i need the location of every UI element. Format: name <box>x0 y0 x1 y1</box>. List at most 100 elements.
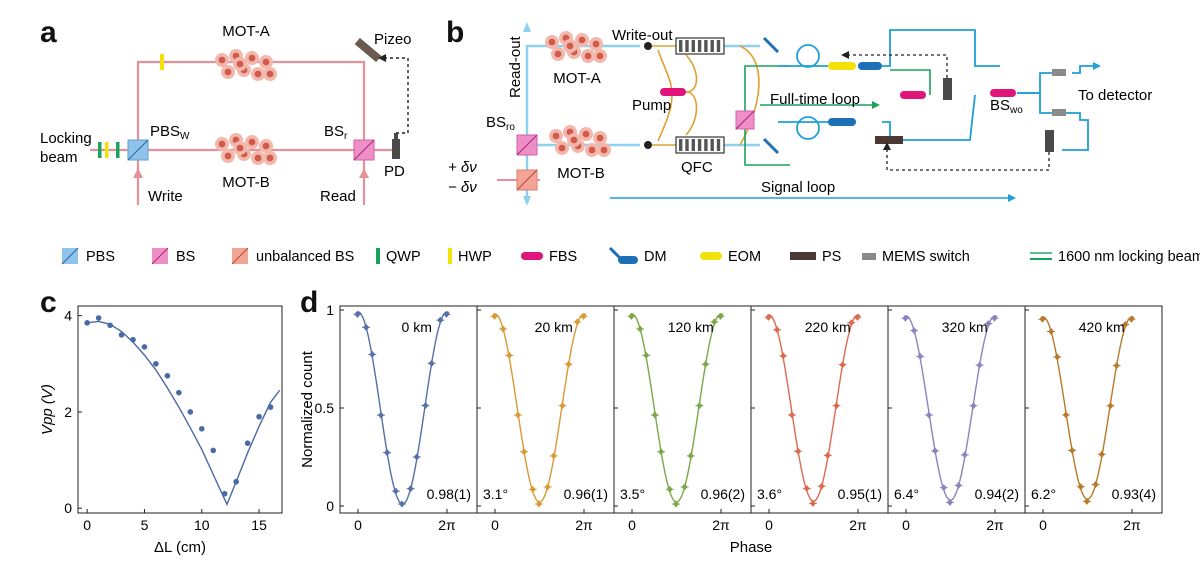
data-point <box>925 411 932 419</box>
data-point <box>521 448 528 456</box>
visibility-label: 0.95(1) <box>838 486 882 502</box>
legend-dm-icon <box>608 246 638 264</box>
phase-shift-label: 3.5° <box>620 486 645 502</box>
data-point <box>559 402 566 410</box>
qfc-stripe <box>710 139 714 151</box>
data-point <box>413 453 420 461</box>
data-point <box>970 402 977 410</box>
data-point <box>795 447 802 455</box>
panel-b: b <box>446 16 1152 206</box>
dm-icon <box>762 36 780 54</box>
qfc-stripe <box>691 40 695 52</box>
data-point <box>946 498 953 506</box>
data-point <box>428 359 435 367</box>
data-point <box>696 402 703 410</box>
atom-dot <box>596 134 604 142</box>
data-point <box>118 332 125 338</box>
atom-dot <box>578 36 586 44</box>
data-point <box>107 322 113 329</box>
data-point <box>788 411 795 419</box>
legend-item-dm: DM <box>608 246 667 265</box>
qfc-stripe <box>710 40 714 52</box>
data-point <box>1098 450 1105 458</box>
y-axis-label: Vpp (V) <box>39 384 56 435</box>
pizeo-mirror-icon <box>354 37 382 63</box>
legend-label: EOM <box>728 249 761 265</box>
fiber-loop-a <box>796 44 820 68</box>
qfc-stripe <box>691 139 695 151</box>
legend-swatch <box>608 246 622 260</box>
data-point <box>991 314 998 322</box>
qfc-a-icon <box>675 37 725 55</box>
pd-icon <box>392 139 400 159</box>
subpanel-frame <box>887 305 1026 514</box>
to-detector-a <box>1072 65 1095 74</box>
fit-curve <box>87 320 281 507</box>
to-detector-arrow-icon <box>1093 62 1101 70</box>
qfc-stripe <box>716 40 721 52</box>
legend-item-ps: PS <box>790 249 841 265</box>
x-tick-label: 2π <box>712 517 730 533</box>
minus-delta-nu-label: − δν <box>448 179 477 196</box>
data-point <box>911 327 918 335</box>
data-point <box>643 351 650 359</box>
data-point <box>702 360 709 368</box>
atom-dot <box>236 60 244 68</box>
data-point <box>164 373 171 379</box>
visibility-label: 0.96(2) <box>701 486 745 502</box>
signal-loop-arrow-icon <box>1008 194 1016 202</box>
qfc-stripe <box>679 40 683 52</box>
phase-shift-label: 3.1° <box>483 486 508 502</box>
locking-line-down <box>744 122 790 166</box>
data-point <box>717 312 724 320</box>
data-point <box>955 481 962 489</box>
to-detector-label: To detector <box>1078 87 1152 104</box>
visibility-label: 0.93(4) <box>1112 486 1156 502</box>
data-point <box>711 318 718 326</box>
panel-letter-a: a <box>40 16 57 49</box>
legend-swatch <box>862 253 876 260</box>
bs-locking-diagonal <box>735 110 755 130</box>
data-point <box>1092 481 1099 489</box>
legend-item-bs: BS <box>151 247 195 265</box>
data-point <box>95 315 102 321</box>
read-out-arrow-icon <box>523 22 531 32</box>
data-point <box>256 413 262 420</box>
data-point <box>833 402 840 410</box>
write-arrow-icon <box>133 168 143 178</box>
data-point <box>377 411 384 419</box>
data-point <box>244 440 251 446</box>
atom-dot <box>248 138 256 146</box>
data-point <box>443 310 450 318</box>
fiber-coupler-icon <box>644 42 652 50</box>
atom-dot <box>218 140 226 148</box>
atom-dot <box>266 154 274 162</box>
qfc-stripe <box>704 139 708 151</box>
legend-label: PBS <box>86 249 115 265</box>
series-distance-label: 320 km <box>942 319 988 335</box>
data-point <box>363 323 370 331</box>
data-point <box>765 313 772 321</box>
x-tick-label: 0 <box>354 517 362 533</box>
pbs-diagonal <box>127 139 149 161</box>
orange-fibers <box>652 45 760 146</box>
bs-ro-label: BSro <box>486 114 515 133</box>
atom-dot <box>236 144 244 152</box>
write-label: Write <box>148 188 183 205</box>
dm-fiber-icon <box>858 62 882 70</box>
legend-mems-icon <box>862 253 876 260</box>
y-tick-label: 4 <box>64 308 72 324</box>
feedback-arrow-icon <box>841 51 849 59</box>
feedback-dashed-line <box>386 57 409 134</box>
x-tick-label: 2π <box>849 517 867 533</box>
x-tick-label: 0 <box>765 517 773 533</box>
fiber-cross <box>739 45 760 146</box>
data-point <box>506 351 513 359</box>
pizeo-label: Pizeo <box>374 31 412 48</box>
data-point <box>803 485 810 493</box>
fit-curve <box>355 311 450 505</box>
data-point <box>369 350 376 358</box>
